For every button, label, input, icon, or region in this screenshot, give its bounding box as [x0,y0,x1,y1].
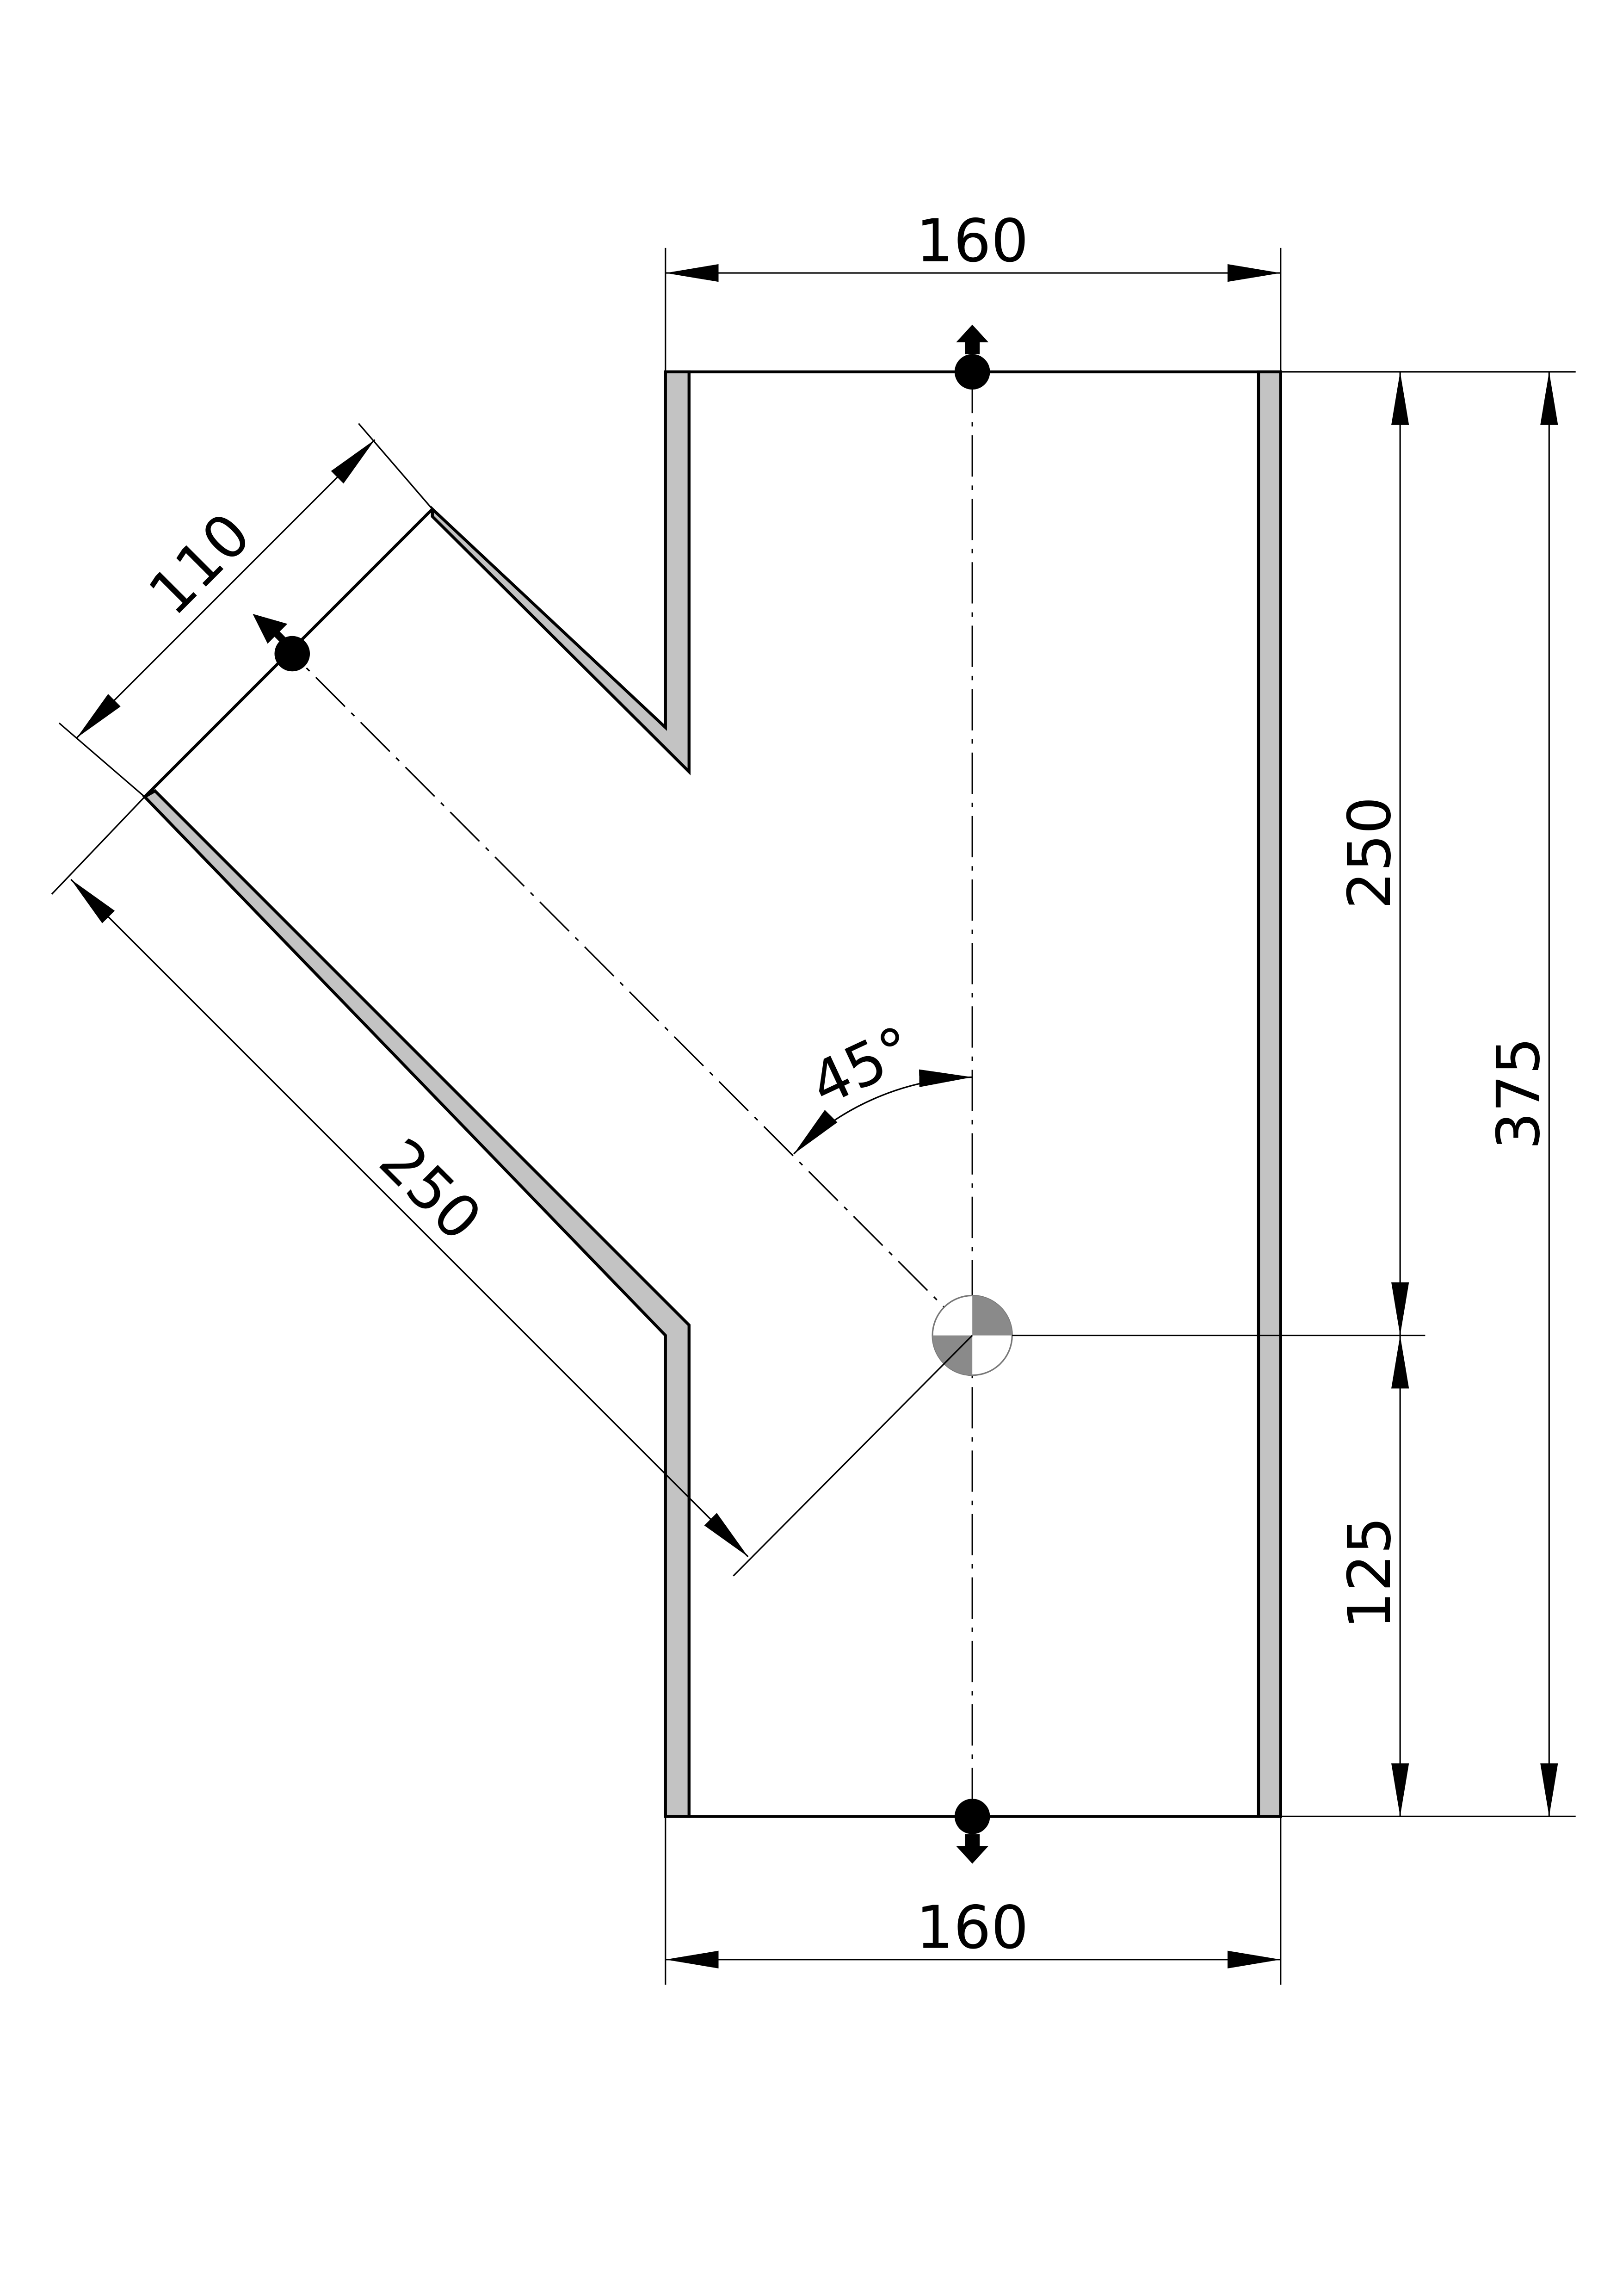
flow-arrow-branch-icon [253,613,310,672]
dim-angle-arc [793,1069,973,1155]
dim-branch-length [70,879,749,1558]
main-right-wall [1257,370,1282,1818]
flow-arrow-top-icon [954,324,990,390]
label-upper-length: 250 [1336,797,1404,910]
extension-lines [51,248,1576,1985]
dim-branch-diameter [76,439,376,738]
dimension-lines [70,264,1558,1968]
label-branch-diameter: 110 [136,500,264,628]
label-lower-length: 125 [1336,1516,1404,1629]
branch-axis [291,653,973,1336]
label-top-width: 160 [916,207,1029,276]
label-angle: 45° [800,1014,924,1120]
branch-lower-wall [142,789,691,1818]
flow-arrow-bottom-icon [954,1799,990,1864]
main-left-upper-wall [431,370,691,775]
label-branch-length: 250 [366,1126,494,1254]
pipe-body [142,370,1282,1818]
label-bottom-width: 160 [916,1894,1029,1962]
label-total-length: 375 [1485,1037,1553,1150]
